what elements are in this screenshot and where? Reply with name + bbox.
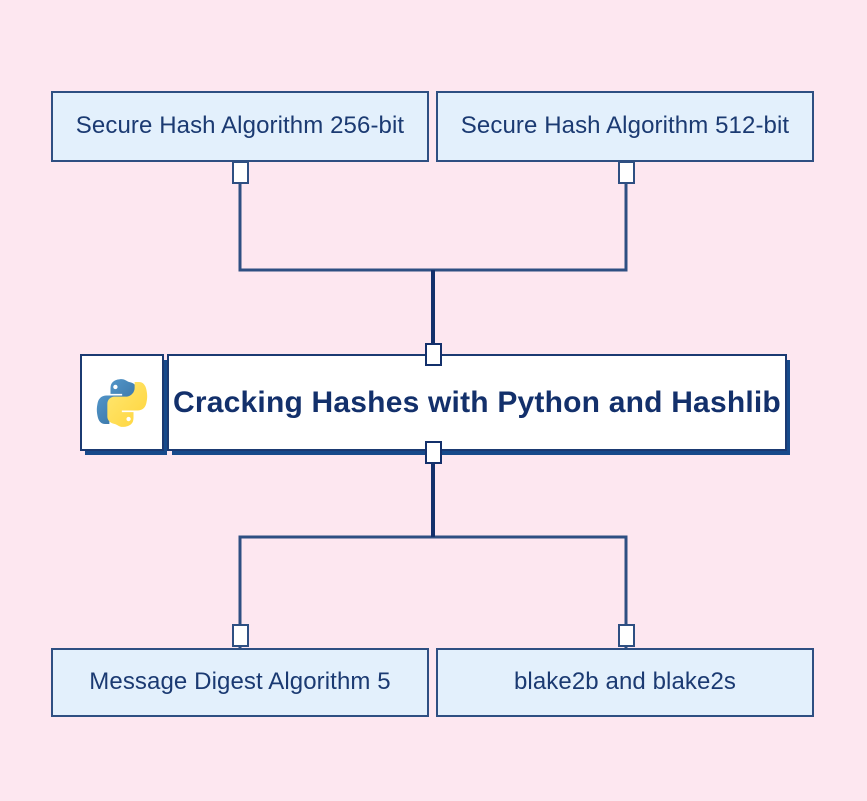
connector-joint-sha512 [618, 161, 635, 184]
connector-joint-sha256 [232, 161, 249, 184]
connector-joint-blake2 [618, 624, 635, 647]
python-logo-icon [96, 378, 148, 427]
node-blake2[interactable]: blake2b and blake2s [436, 648, 814, 717]
node-label: Secure Hash Algorithm 512-bit [460, 112, 790, 140]
top-branch-connector [238, 162, 628, 272]
node-label: Secure Hash Algorithm 256-bit [75, 112, 405, 140]
node-label: blake2b and blake2s [513, 668, 737, 696]
center-topic-box[interactable]: Cracking Hashes with Python and Hashlib [167, 354, 787, 451]
connector-joint-center-top [425, 343, 442, 366]
node-label: Message Digest Algorithm 5 [89, 668, 391, 696]
connector-joint-md5 [232, 624, 249, 647]
connector-joint-center-bottom [425, 441, 442, 464]
node-sha-256[interactable]: Secure Hash Algorithm 256-bit [51, 91, 429, 162]
center-topic-title: Cracking Hashes with Python and Hashlib [173, 385, 781, 419]
node-md5[interactable]: Message Digest Algorithm 5 [51, 648, 429, 717]
node-sha-512[interactable]: Secure Hash Algorithm 512-bit [436, 91, 814, 162]
python-logo-box [80, 354, 164, 451]
